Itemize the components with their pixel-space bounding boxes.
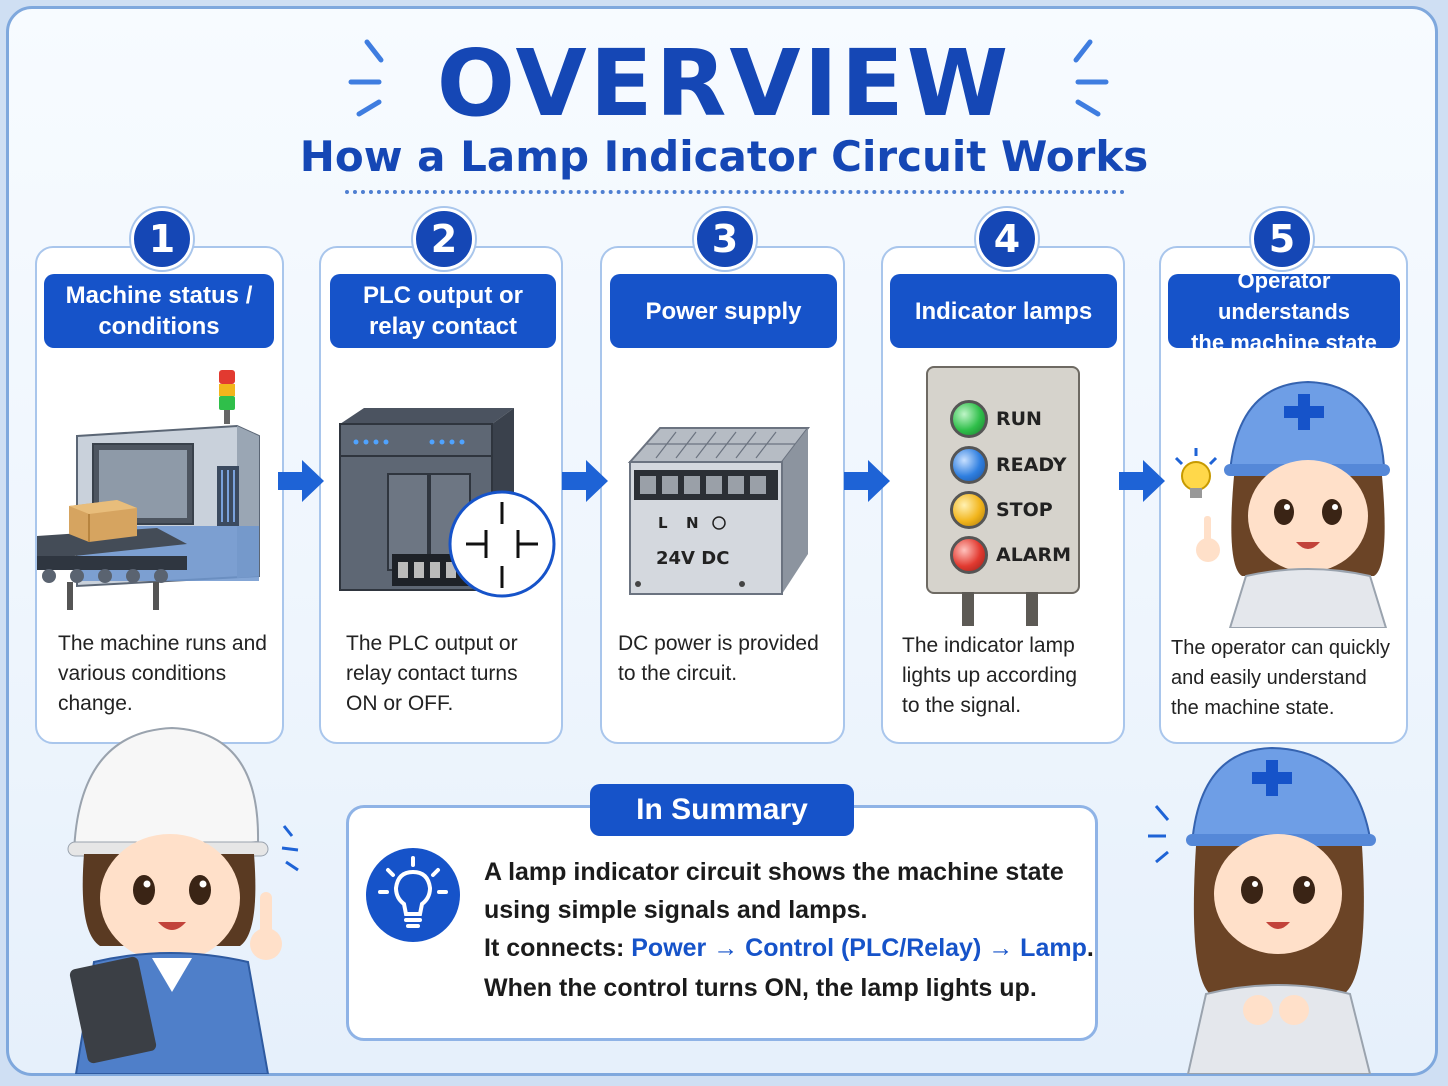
lightbulb-icon bbox=[378, 856, 448, 928]
power-supply-label-l: L bbox=[658, 514, 668, 532]
operator-cheering-icon bbox=[1148, 746, 1376, 1074]
operator-idea-icon bbox=[1174, 380, 1390, 628]
title-spark-right bbox=[1073, 39, 1109, 117]
lamp-run-label: RUN bbox=[996, 408, 1042, 430]
step-header-5-line2: the machine state bbox=[1191, 329, 1377, 355]
step-desc-2: The PLC output or relay contact turns ON… bbox=[346, 629, 518, 719]
step-header-1-line1: Machine status / bbox=[65, 282, 253, 309]
lamp-row-ready: READY bbox=[950, 446, 1066, 484]
lamp-row-alarm: ALARM bbox=[950, 536, 1071, 574]
step-desc-3: DC power is provided to the circuit. bbox=[618, 629, 819, 689]
step-number-1: 1 bbox=[131, 208, 193, 270]
step-header-1-line2: conditions bbox=[98, 313, 220, 340]
step-number-5: 5 bbox=[1251, 208, 1313, 270]
power-supply-label-n: N bbox=[686, 514, 699, 532]
step-desc-5-line1: The operator can quickly bbox=[1171, 637, 1391, 659]
step-desc-2-line2: relay contact turns bbox=[346, 662, 518, 685]
step-header-4-line1: Indicator lamps bbox=[914, 297, 1093, 325]
page-subtitle: How a Lamp Indicator Circuit Works bbox=[299, 132, 1149, 181]
flow-arrow-4-icon bbox=[1119, 460, 1165, 502]
step-header-2: PLC output or relay contact bbox=[330, 274, 556, 348]
step-header-5-line1: Operator understands bbox=[1217, 267, 1351, 324]
summary-line-3-suffix: . bbox=[1086, 934, 1094, 962]
worker-with-clipboard-icon bbox=[67, 726, 299, 1074]
plc-module-icon bbox=[339, 408, 556, 598]
flow-arrow-1-icon bbox=[278, 460, 324, 502]
step-desc-3-line1: DC power is provided bbox=[618, 632, 819, 655]
step-desc-4: The indicator lamp lights up according t… bbox=[902, 631, 1077, 721]
lamp-row-run: RUN bbox=[950, 400, 1042, 438]
step-header-3-line1: Power supply bbox=[645, 297, 802, 325]
step-header-1: Machine status / conditions bbox=[44, 274, 274, 348]
summary-line-1: A lamp indicator circuit shows the machi… bbox=[484, 858, 1064, 886]
lamp-stop-icon bbox=[950, 491, 988, 529]
power-supply-icon: L N 24V DC bbox=[627, 427, 811, 595]
summary-line-3-prefix: It connects: bbox=[484, 934, 632, 962]
step-number-3: 3 bbox=[694, 208, 756, 270]
page-title: OVERVIEW bbox=[436, 30, 1012, 137]
title-divider bbox=[345, 190, 1125, 194]
step-desc-2-line3: ON or OFF. bbox=[346, 692, 454, 715]
summary-heading: In Summary bbox=[590, 784, 854, 836]
summary-line-3-flow: Power → Control (PLC/Relay) → Lamp bbox=[631, 934, 1087, 962]
step-header-2-line2: relay contact bbox=[368, 313, 518, 340]
step-desc-1: The machine runs and various conditions … bbox=[58, 629, 267, 719]
step-header-5: Operator understands the machine state bbox=[1168, 268, 1400, 355]
step-desc-5-line3: the machine state. bbox=[1171, 697, 1335, 719]
step-desc-1-line3: change. bbox=[58, 692, 133, 715]
step-header-4: Indicator lamps bbox=[890, 274, 1117, 348]
lamp-run-icon bbox=[950, 400, 988, 438]
summary-line-3: It connects: Power → Control (PLC/Relay)… bbox=[484, 934, 1094, 963]
title-spark-left bbox=[348, 39, 384, 117]
lamp-alarm-icon bbox=[950, 536, 988, 574]
lamp-stop-label: STOP bbox=[996, 499, 1053, 521]
step-header-3: Power supply bbox=[610, 274, 837, 348]
step-desc-5-line2: and easily understand bbox=[1171, 667, 1367, 689]
lamp-ready-label: READY bbox=[996, 454, 1067, 476]
ground-icon bbox=[712, 516, 726, 530]
flow-arrow-3-icon bbox=[844, 460, 890, 502]
summary-line-2: using simple signals and lamps. bbox=[484, 896, 868, 924]
summary-line-4: When the control turns ON, the lamp ligh… bbox=[484, 974, 1037, 1002]
step-header-2-line1: PLC output or bbox=[363, 282, 523, 309]
lamp-ready-icon bbox=[950, 446, 988, 484]
machine-conveyor-icon bbox=[37, 370, 260, 610]
step-desc-4-line1: The indicator lamp bbox=[902, 634, 1075, 657]
summary-bulb-badge bbox=[366, 848, 460, 942]
lamp-row-stop: STOP bbox=[950, 491, 1053, 529]
step-desc-2-line1: The PLC output or bbox=[346, 632, 518, 655]
step-desc-1-line2: various conditions bbox=[58, 662, 227, 685]
lamp-alarm-label: ALARM bbox=[996, 544, 1072, 566]
power-supply-voltage: 24V DC bbox=[656, 548, 729, 569]
panel-cables-icon bbox=[962, 592, 1038, 626]
step-desc-1-line1: The machine runs and bbox=[58, 632, 267, 655]
step-desc-5: The operator can quickly and easily unde… bbox=[1171, 633, 1390, 723]
step-number-4: 4 bbox=[976, 208, 1038, 270]
step-desc-4-line2: lights up according bbox=[902, 664, 1078, 687]
step-desc-4-line3: to the signal. bbox=[902, 694, 1022, 717]
summary-box bbox=[346, 805, 1098, 1041]
step-desc-3-line2: to the circuit. bbox=[618, 662, 738, 685]
step-number-2: 2 bbox=[413, 208, 475, 270]
flow-arrow-2-icon bbox=[562, 460, 608, 502]
